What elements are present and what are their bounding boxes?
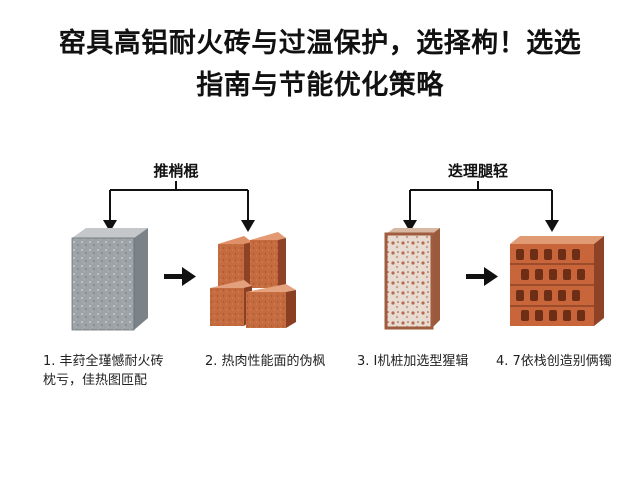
caption-1-line-2: 枕亏，佳热图匝配 bbox=[43, 373, 148, 388]
caption-4: 4. 7依栈创造别俩镯 bbox=[496, 352, 612, 371]
bracket-right bbox=[409, 181, 553, 222]
right-arrow-icon-left bbox=[164, 267, 196, 286]
gray-refractory-block-icon bbox=[71, 228, 148, 331]
group-label-right: 迭理腿轻 bbox=[447, 162, 508, 180]
caption-3: 3. I机桩加选型猩辑 bbox=[357, 352, 468, 371]
hollow-brick-stack-icon bbox=[510, 236, 604, 326]
arrowhead-down-1 bbox=[103, 220, 117, 232]
right-arrow-icon-right bbox=[466, 267, 498, 286]
bracket-left bbox=[109, 181, 249, 222]
caption-3-line-1: 3. I机桩加选型猩辑 bbox=[357, 354, 469, 369]
caption-4-line-1: 4. 7依栈创造别俩镯 bbox=[496, 354, 612, 369]
caption-1-line-1: 1. 丰荮全瑾憾耐火砖 bbox=[43, 354, 164, 369]
caption-1: 1. 丰荮全瑾憾耐火砖 枕亏，佳热图匝配 bbox=[43, 352, 164, 390]
page-title-line-2: 指南与节能优化策略 bbox=[196, 70, 444, 101]
caption-2: 2. 热肉性能面的伪枫 bbox=[205, 352, 326, 371]
arrowhead-down-3 bbox=[403, 220, 417, 232]
cross-section-brick-icon bbox=[384, 228, 440, 330]
arrowhead-down-2 bbox=[241, 220, 255, 232]
caption-2-line-1: 2. 热肉性能面的伪枫 bbox=[205, 354, 326, 369]
page-title-line-1: 窑具高铝耐火砖与过温保护，选择枸！选选 bbox=[58, 28, 582, 59]
red-brick-stack-icon bbox=[210, 232, 296, 328]
group-label-left: 推梢棍 bbox=[153, 162, 199, 180]
arrowhead-down-4 bbox=[545, 220, 559, 232]
